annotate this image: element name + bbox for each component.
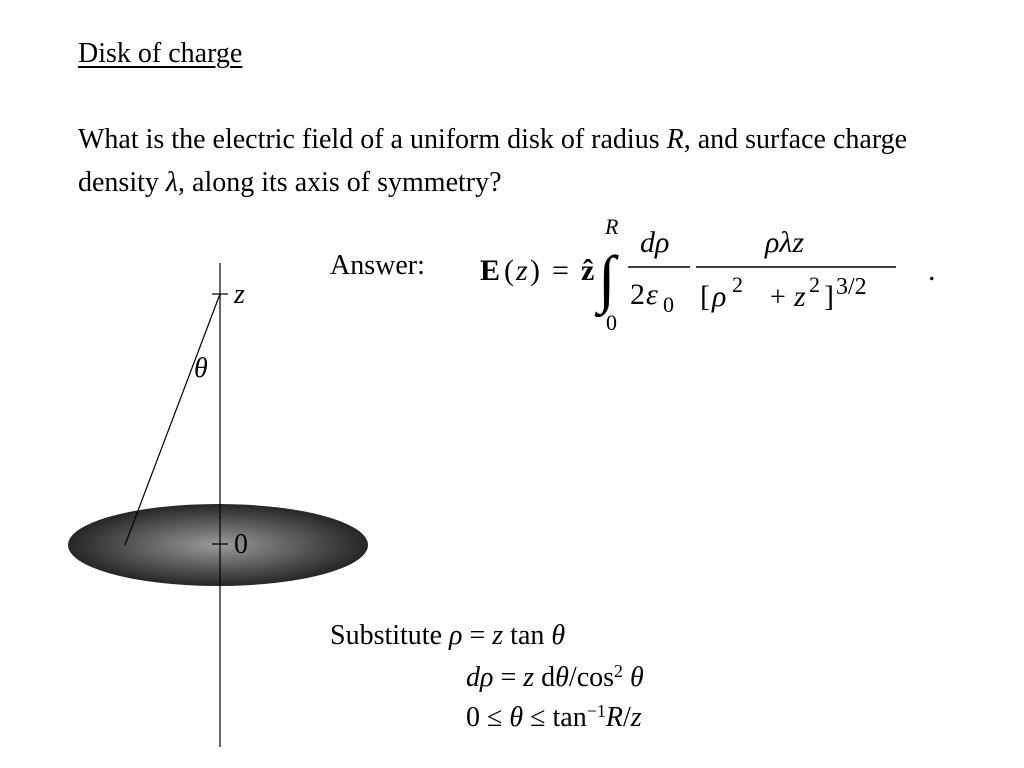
substitute-line-3: 0 ≤ θ ≤ tan−1R/z: [466, 702, 642, 734]
slide-title: Disk of charge: [78, 38, 243, 69]
integral-lower-limit: 0: [606, 310, 617, 335]
subst2-z: z: [523, 662, 535, 693]
frac2-den-exp2: 2: [809, 272, 820, 297]
frac2-den-exp1: 2: [732, 272, 743, 297]
frac1-den-eps: ε: [646, 278, 658, 311]
question-part1: What is the electric field of a uniform …: [78, 124, 667, 155]
answer-label: Answer:: [330, 250, 425, 281]
formula-close-paren: ): [530, 254, 540, 287]
substitute-line-2: dρ = z dθ/cos2 θ: [466, 662, 644, 694]
subst2-d: d: [534, 662, 556, 693]
angle-line: [124, 293, 221, 546]
frac2-den-close: ]: [824, 280, 834, 313]
formula-z: z: [515, 254, 528, 287]
formula-equals: =: [552, 254, 569, 287]
subst3-slash: /: [622, 702, 631, 733]
subst3-theta: θ: [509, 702, 524, 733]
radius-symbol: R: [666, 124, 684, 155]
subst3-z: z: [630, 702, 642, 733]
theta-label: θ: [194, 353, 208, 384]
question-part3: , along its axis of symmetry?: [178, 167, 502, 198]
subst2-cos: /cos: [568, 662, 615, 693]
frac2-numerator: ρλz: [764, 226, 804, 259]
integral-sign: ∫: [594, 243, 619, 318]
subst1-theta: θ: [551, 620, 566, 651]
formula-period: .: [928, 254, 936, 287]
frac1-den-coef: 2: [630, 278, 645, 311]
subst2-theta: θ: [555, 662, 569, 693]
frac2-den-exp3: 3/2: [836, 274, 867, 300]
subst1-tan: tan: [503, 620, 552, 651]
substitute-line-1: Substitute ρ = z tan θ: [330, 620, 565, 652]
frac2-den-rho: ρ: [711, 280, 726, 313]
formula-zhat: ẑ: [581, 254, 594, 287]
subst2-eq: =: [493, 662, 524, 693]
subst1-rho: ρ: [449, 620, 463, 651]
subst3-R: R: [605, 702, 623, 733]
subst3-exp: −1: [586, 701, 606, 721]
subst3-le-tan: ≤ tan: [523, 702, 587, 733]
frac2-den-z: z: [793, 280, 806, 313]
question-text: What is the electric field of a uniform …: [78, 118, 938, 204]
subst3-zero: 0 ≤: [466, 702, 510, 733]
subst1-z: z: [492, 620, 504, 651]
subst2-theta2: θ: [623, 662, 644, 693]
disk-diagram: z θ 0: [60, 255, 390, 755]
integral-upper-limit: R: [604, 214, 619, 239]
formula-open-paren: (: [504, 254, 514, 287]
substitute-prefix: Substitute: [330, 620, 450, 651]
subst2-drho: dρ: [466, 662, 494, 693]
charged-disk: [68, 504, 368, 586]
formula-E: E: [480, 254, 500, 287]
frac1-numerator: dρ: [640, 226, 669, 259]
subst2-exp: 2: [614, 661, 624, 681]
z-axis-label: z: [233, 279, 245, 310]
frac2-den-open: [: [700, 280, 710, 313]
frac1-den-sub: 0: [663, 292, 674, 317]
answer-formula: E ( z ) = ẑ R ∫ 0 dρ 2 ε 0 ρλz [ ρ 2 + z…: [478, 206, 958, 342]
subst1-eq: =: [462, 620, 493, 651]
origin-label: 0: [234, 529, 248, 560]
question-part2: , and surface charge density: [78, 124, 908, 198]
frac2-den-plus: +: [770, 282, 786, 313]
density-symbol: λ: [165, 167, 179, 198]
